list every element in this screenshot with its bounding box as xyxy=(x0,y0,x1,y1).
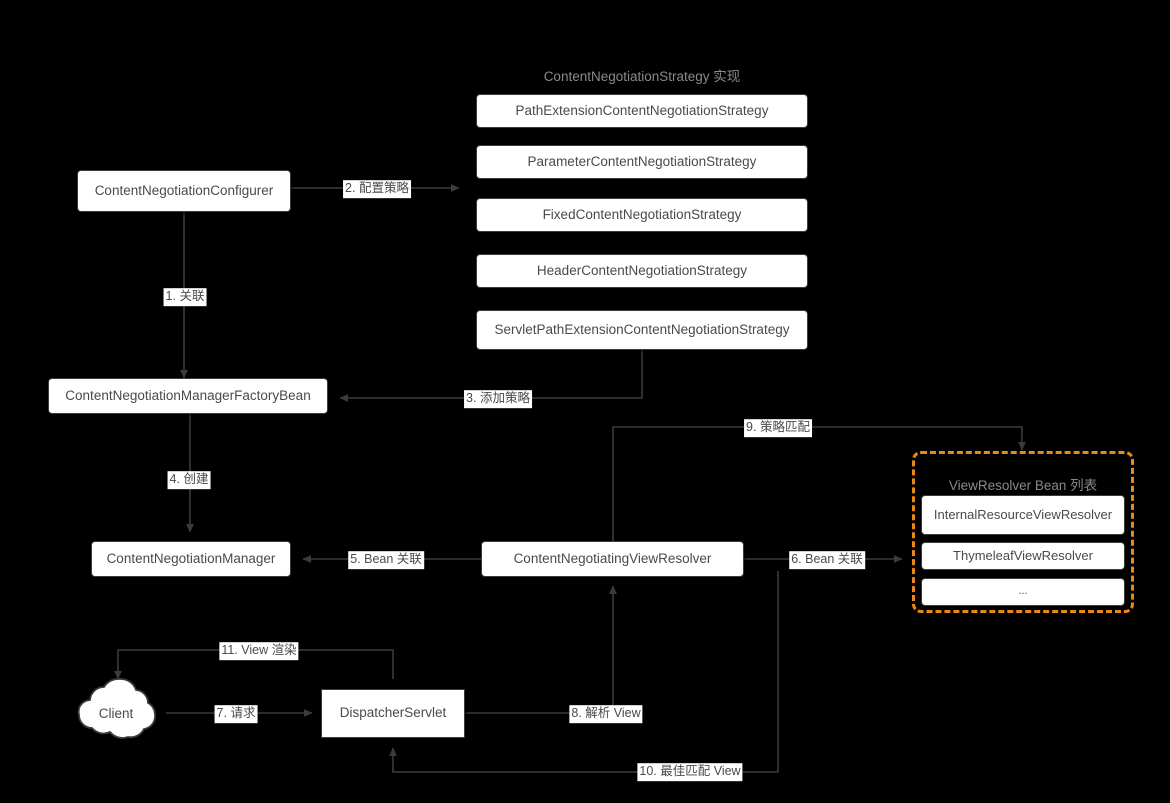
edge-label-3: 3. 添加策略 xyxy=(464,390,532,408)
node-content-negotiation-manager-factory-bean[interactable]: ContentNegotiationManagerFactoryBean xyxy=(48,378,328,414)
node-content-negotiating-view-resolver[interactable]: ContentNegotiatingViewResolver xyxy=(481,541,744,577)
edge-label-5: 5. Bean 关联 xyxy=(348,551,424,569)
edge-label-2: 2. 配置策略 xyxy=(343,180,411,198)
strategy-box-parameter[interactable]: ParameterContentNegotiationStrategy xyxy=(476,145,808,179)
viewresolver-box-more[interactable]: ... xyxy=(921,578,1125,606)
strategy-box-header[interactable]: HeaderContentNegotiationStrategy xyxy=(476,254,808,288)
cloud-icon xyxy=(77,678,156,739)
edge-label-7: 7. 请求 xyxy=(214,705,258,723)
node-client[interactable]: Client xyxy=(64,676,168,750)
edge-label-1: 1. 关联 xyxy=(163,288,207,306)
node-dispatcher-servlet[interactable]: DispatcherServlet xyxy=(321,689,465,738)
edge-label-4: 4. 创建 xyxy=(167,471,211,489)
viewresolver-group-title: ViewResolver Bean 列表 xyxy=(948,478,1098,493)
strategy-box-path-extension[interactable]: PathExtensionContentNegotiationStrategy xyxy=(476,94,808,128)
edge-label-9: 9. 策略匹配 xyxy=(744,419,812,437)
edge-8-path xyxy=(465,585,617,714)
node-content-negotiation-configurer[interactable]: ContentNegotiationConfigurer xyxy=(77,170,291,212)
client-label: Client xyxy=(98,705,134,721)
edge-10-path xyxy=(389,571,779,773)
node-content-negotiation-manager[interactable]: ContentNegotiationManager xyxy=(91,541,291,577)
edge-label-11: 11. View 渲染 xyxy=(219,642,299,660)
strategy-box-servlet-path-extension[interactable]: ServletPathExtensionContentNegotiationSt… xyxy=(476,310,808,350)
strategy-group-title: ContentNegotiationStrategy 实现 xyxy=(543,69,741,84)
edge-label-6: 6. Bean 关联 xyxy=(789,551,865,569)
strategy-box-fixed[interactable]: FixedContentNegotiationStrategy xyxy=(476,198,808,232)
edge-label-8: 8. 解析 View xyxy=(569,705,643,723)
viewresolver-box-thymeleaf[interactable]: ThymeleafViewResolver xyxy=(921,542,1125,570)
edge-label-10: 10. 最佳匹配 View xyxy=(637,763,743,781)
viewresolver-box-internal-resource[interactable]: InternalResourceViewResolver xyxy=(921,495,1125,535)
viewresolver-group xyxy=(912,451,1134,613)
